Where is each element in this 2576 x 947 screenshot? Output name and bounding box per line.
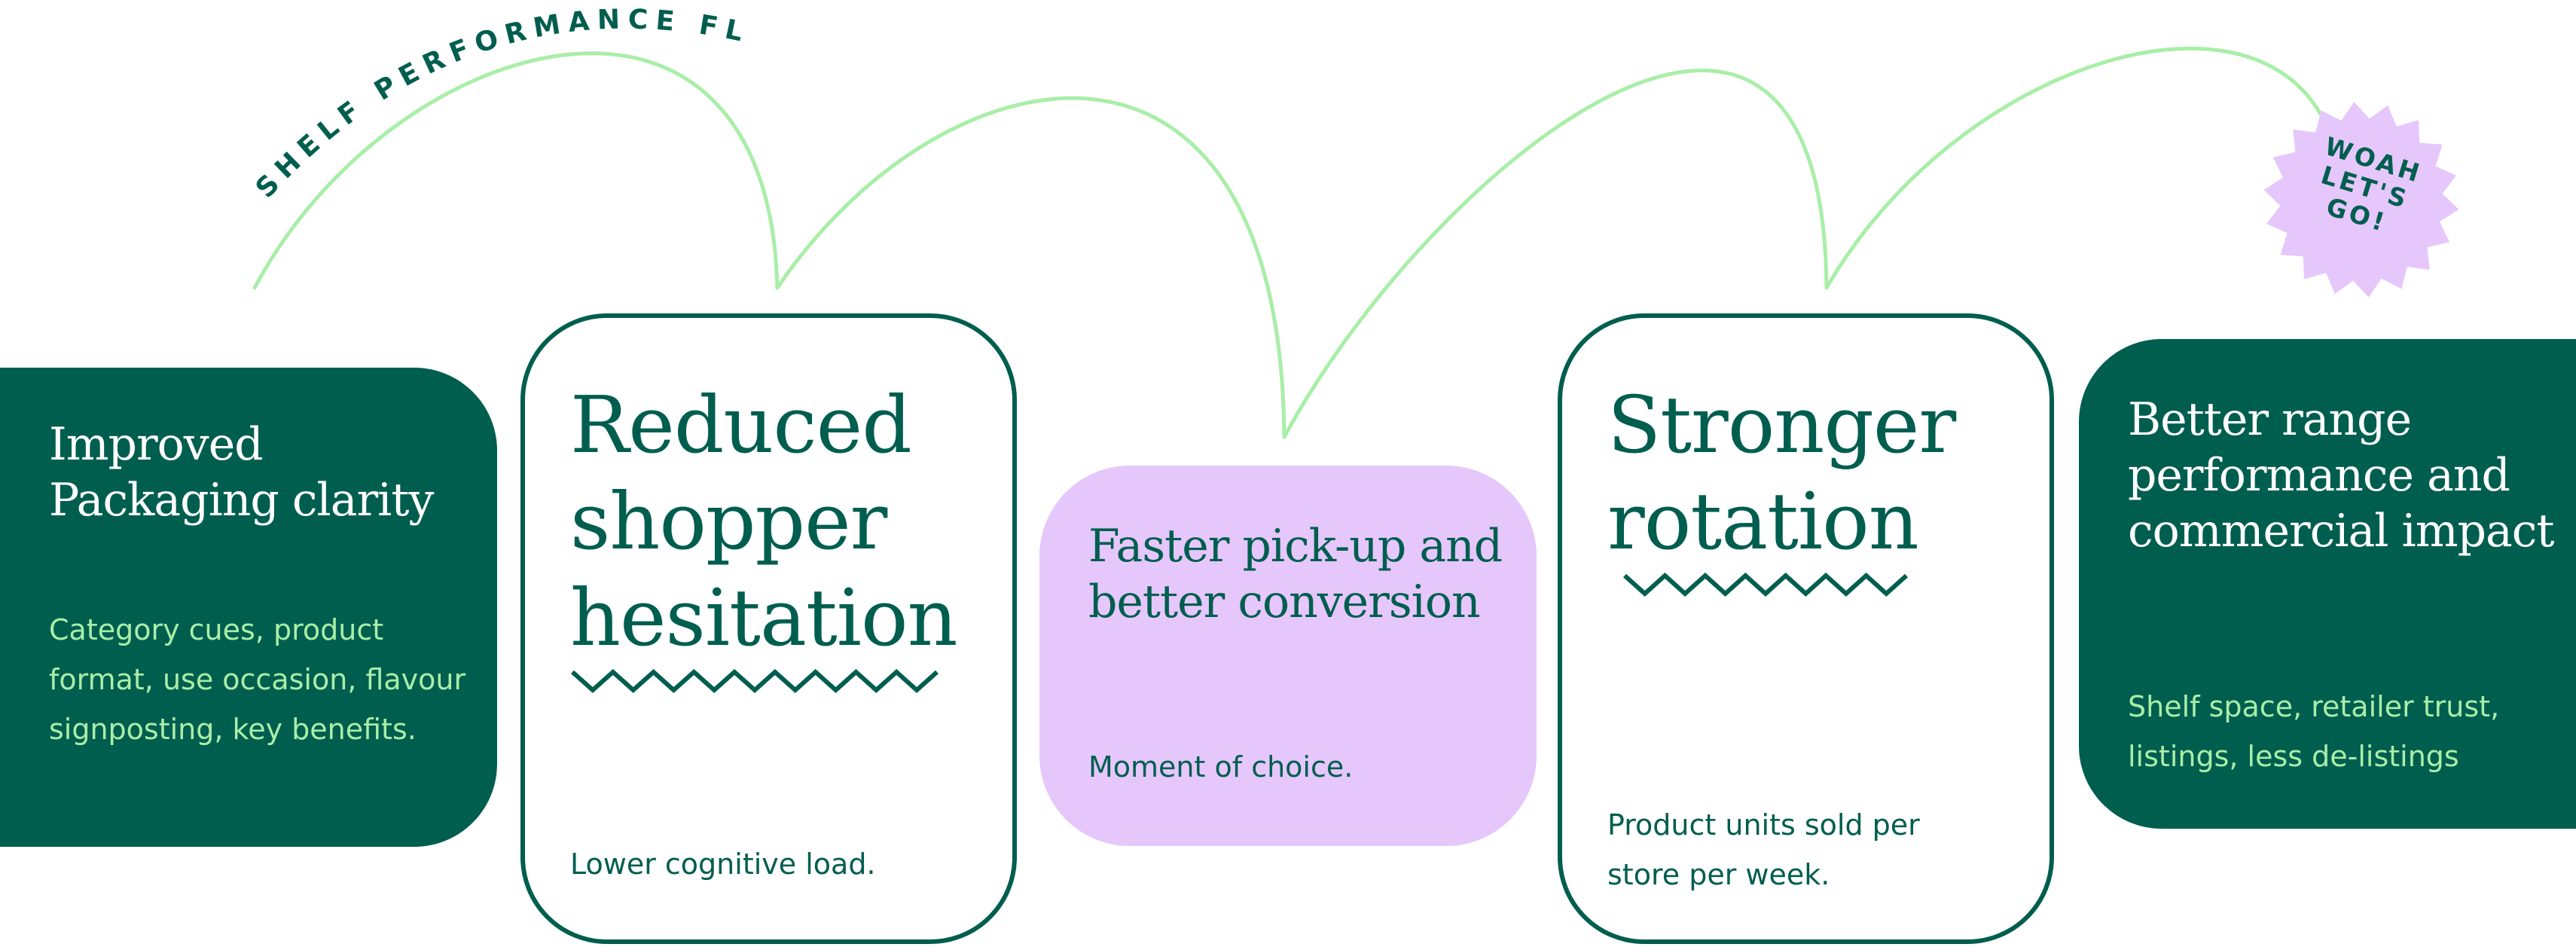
starburst-polygon — [2263, 102, 2459, 298]
zigzag-line — [571, 668, 939, 694]
starburst-shape — [2263, 102, 2459, 298]
card-stronger-rotation: Stronger rotation Product units sold per… — [1558, 313, 2054, 944]
zigzag-line — [1622, 572, 1909, 597]
card-heading: Better range performance and commercial … — [2128, 393, 2555, 558]
card-heading: Improved Packaging clarity — [49, 418, 434, 527]
card-heading: Reduced shopper hesitation — [570, 379, 958, 664]
arc-card2-to-card3 — [775, 96, 1286, 439]
zigzag-underline — [571, 668, 939, 694]
card-improved-packaging-clarity: Improved Packaging clarity Category cues… — [0, 368, 497, 847]
flow-title: SHELF PERFORMANCE FLOW — [0, 0, 752, 204]
card-body: Moment of choice. — [1088, 750, 1354, 784]
card-body: Product units sold per store per week. — [1607, 808, 1920, 891]
card-body: Category cues, product format, use occas… — [49, 613, 466, 746]
flow-title-text: SHELF PERFORMANCE FLOW — [0, 0, 744, 204]
card-better-range-performance: Better range performance and commercial … — [2079, 339, 2576, 829]
card-heading: Stronger rotation — [1607, 379, 1956, 567]
arc-card4-to-badge — [1824, 46, 2330, 290]
card-body: Lower cognitive load. — [570, 848, 876, 881]
card-heading: Faster pick-up and better conversion — [1088, 520, 1503, 628]
card-faster-pick-up: Faster pick-up and better conversion Mom… — [1039, 466, 1537, 846]
card-body: Shelf space, retailer trust, listings, l… — [2128, 690, 2500, 773]
arc-start — [252, 51, 780, 290]
woah-lets-go-badge: WOAH LET'S GO! — [2260, 98, 2463, 301]
arc-card3-to-card4 — [1282, 69, 1829, 439]
card-reduced-shopper-hesitation: Reduced shopper hesitation Lower cogniti… — [520, 313, 1017, 944]
zigzag-underline — [1622, 572, 1909, 597]
flow-arcs — [252, 46, 2330, 439]
